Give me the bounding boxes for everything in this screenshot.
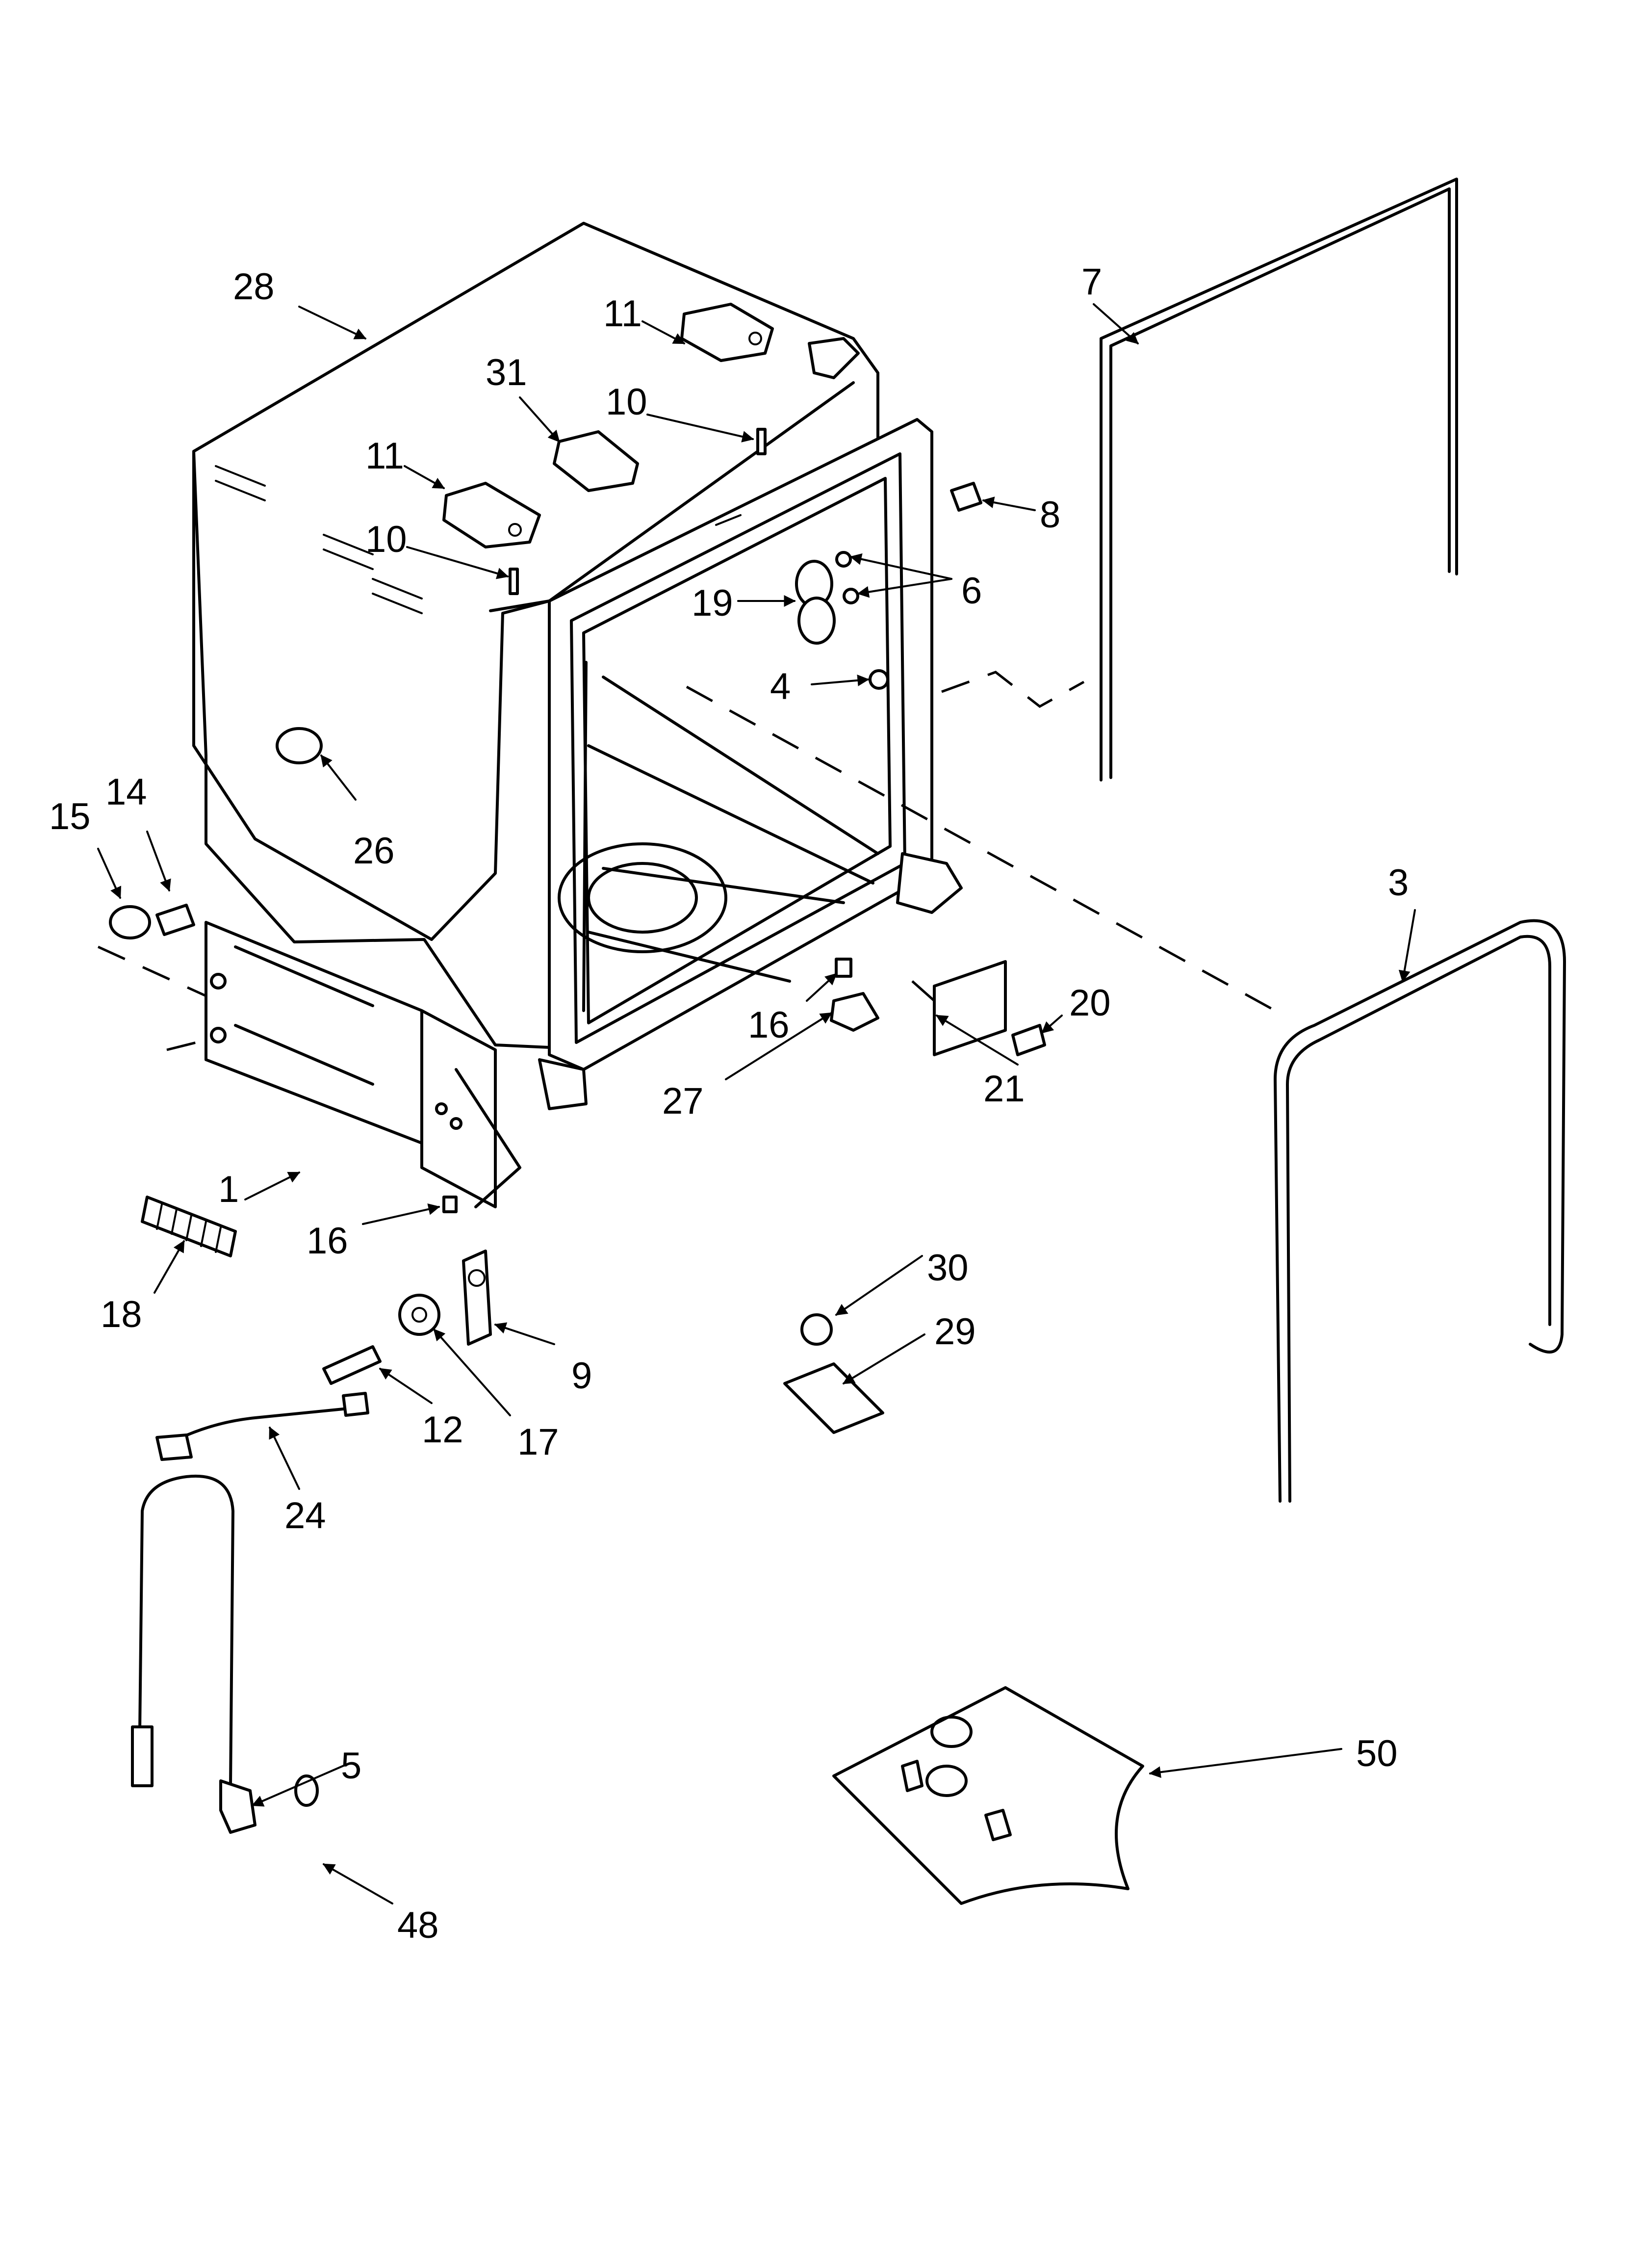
small-parts [109,303,1144,1905]
bracket-part-21 [933,960,1007,1056]
glide-part-16-lower [442,1196,458,1213]
callout-21: 21 [983,1068,1025,1110]
washer-part-6b [843,588,859,604]
callout-10-upper: 10 [606,381,647,423]
switch-part-30 [800,1313,833,1346]
screw-part-14 [155,904,195,936]
plug-part-4 [869,669,889,690]
callout-26: 26 [353,830,395,872]
gasket-part-7 [1100,178,1458,782]
clamp-part-48 [294,1774,319,1807]
callout-9: 9 [571,1355,592,1397]
callout-15: 15 [49,796,91,837]
nut-part-15 [109,905,151,939]
callout-27: 27 [662,1080,704,1122]
cam-part-9 [462,1250,492,1346]
callout-3: 3 [1388,862,1409,904]
callout-16-lower: 16 [307,1220,348,1262]
callout-11-lower: 11 [365,435,404,477]
phantom-lines [97,671,1276,1051]
callout-31: 31 [486,352,527,393]
glide-part-16-upper [835,958,852,978]
wheel-part-17 [398,1294,440,1336]
washer-part-6a [835,551,852,568]
callout-30: 30 [927,1247,969,1289]
clip-part-31 [553,430,639,492]
bracket-part-29 [783,1362,884,1434]
clip-part-27 [830,992,879,1032]
callout-8: 8 [1040,494,1060,536]
screw-part-20 [1011,1024,1046,1056]
callout-19: 19 [692,582,733,624]
callout-24: 24 [284,1495,326,1537]
callout-16-upper: 16 [748,1004,790,1046]
plug-part-26 [276,727,323,764]
screw-part-10-lower [509,568,519,595]
bracket-part-11-lower [442,482,541,548]
callout-7: 7 [1081,261,1102,303]
gasket-part-3 [1274,919,1566,1503]
callout-6: 6 [961,570,982,612]
screw-part-10-upper [756,428,767,455]
parts-bag-50 [832,1686,1144,1905]
roller-part-19b [797,597,836,645]
leader-lines [97,303,1416,1904]
callout-5: 5 [341,1745,361,1787]
callout-29: 29 [934,1311,976,1353]
callout-20: 20 [1069,982,1111,1024]
screw-part-8 [950,482,982,512]
callout-17: 17 [517,1421,559,1463]
callout-1: 1 [218,1169,239,1210]
callout-4: 4 [770,666,791,707]
callout-14: 14 [105,771,147,813]
callout-28: 28 [233,266,275,308]
gaskets [1100,178,1566,1503]
wire-part-24 [160,1407,355,1449]
callout-labels: 28 11 31 10 11 10 7 8 6 19 4 26 15 14 3 … [49,261,1409,1946]
bolt-part-12 [322,1345,382,1385]
callout-11-upper: 11 [603,293,642,335]
hose-part-5 [138,1474,234,1787]
tub-assembly [192,222,963,1208]
callout-48: 48 [397,1904,439,1946]
callout-18: 18 [101,1294,142,1335]
callout-50: 50 [1356,1733,1398,1774]
callout-10-lower: 10 [365,519,407,560]
callout-12: 12 [422,1409,463,1451]
